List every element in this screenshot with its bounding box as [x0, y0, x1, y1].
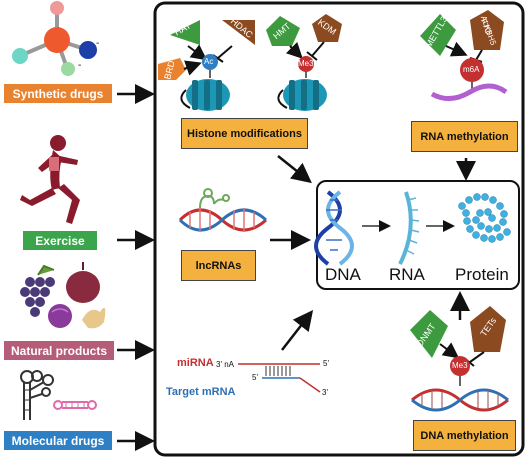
mirna-label: miRNA: [177, 357, 214, 369]
mirna-5prime-label: 5': [323, 359, 329, 368]
molecular-drugs-label: Molecular drugs: [4, 431, 112, 450]
mirna-3prime-label: 3' nA: [216, 360, 234, 369]
brd-reader-icon: [158, 58, 202, 80]
me3-mark-histone: [298, 56, 314, 72]
rna-methylation-box: RNA methylation: [411, 121, 518, 152]
rna-label: RNA: [389, 265, 425, 284]
main-frame: [153, 1, 525, 457]
lncrnas-box: lncRNAs: [181, 250, 256, 281]
protein-chain-icon: [458, 193, 511, 243]
synthetic-drugs-label: Synthetic drugs: [4, 84, 112, 103]
dnmt-enzyme-icon: [410, 310, 460, 359]
mirna-duplex-icon: [238, 363, 321, 393]
hmt-enzyme-icon: [266, 16, 303, 59]
protein-label: Protein: [455, 265, 509, 284]
arrow-mirna-to-dogma: [281, 310, 314, 351]
natural-products-label: Natural products: [4, 341, 114, 360]
hat-enzyme-icon: [170, 20, 208, 61]
synthetic-drug-molecule-icon: - -: [12, 1, 99, 76]
nucleosome-right-icon: [277, 72, 327, 111]
ac-label: Ac: [204, 57, 214, 66]
dna-label: DNA: [325, 265, 361, 284]
me3-label-histone: Me3: [298, 59, 314, 68]
central-dogma-box: [316, 180, 520, 290]
m6a-label: m6A: [463, 65, 480, 74]
lncrna-helix-icon: [178, 188, 268, 232]
methylated-dna-helix-icon: [411, 388, 509, 412]
target-3prime-label: 3': [322, 388, 328, 397]
kdm-enzyme-icon: [306, 14, 342, 61]
rna-strand-icon: [398, 191, 420, 265]
svg-text:-: -: [96, 38, 99, 49]
me3-mark-dna: [450, 356, 470, 376]
dna-methylation-box: DNA methylation: [413, 420, 516, 451]
arrow-histone-to-dogma: [277, 155, 312, 184]
histone-modifications-box: Histone modifications: [181, 118, 308, 149]
m6a-mark: [460, 58, 484, 82]
mrna-strand-icon: [430, 83, 508, 101]
nucleosome-left-icon: [180, 68, 230, 111]
me3-label-dna: Me3: [452, 361, 468, 370]
natural-products-icon: [20, 262, 106, 329]
dna-double-helix-icon: [314, 190, 354, 266]
target-mrna-label: Target mRNA: [166, 386, 236, 398]
molecular-drug-rna-icon: [20, 370, 97, 420]
target-5prime-label: 5': [252, 373, 258, 382]
ac-mark-circle: [202, 54, 218, 70]
svg-text:-: -: [78, 60, 81, 71]
runner-icon: [20, 135, 80, 224]
exercise-label: Exercise: [23, 231, 97, 250]
mettl3-enzyme-icon: [420, 14, 468, 57]
